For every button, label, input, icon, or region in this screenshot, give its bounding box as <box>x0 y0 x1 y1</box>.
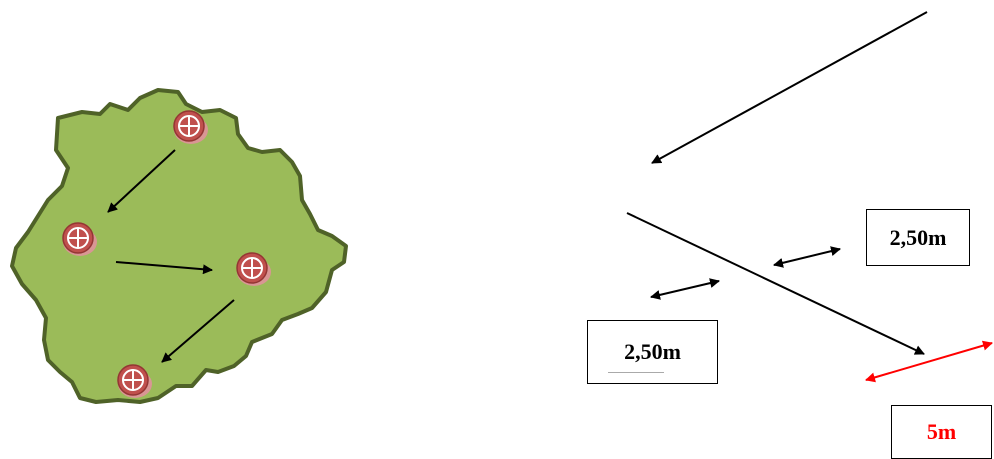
distance-label-right: 2,50m <box>866 209 970 266</box>
arrow-icon <box>161 299 235 363</box>
manhole-icon <box>117 364 152 398</box>
total-distance-label: 5m <box>891 405 992 459</box>
distance-label-left-text: 2,50m <box>624 339 681 364</box>
terrain-blob <box>10 88 348 404</box>
arrow-icon <box>115 261 213 275</box>
manhole-icon <box>236 252 271 286</box>
arrow-icon <box>626 212 925 355</box>
arrow-icon <box>651 11 928 164</box>
arrow-icon <box>107 149 176 213</box>
double-arrow-icon <box>865 340 993 383</box>
total-distance-label-text: 5m <box>926 419 957 444</box>
double-arrow-icon <box>650 278 720 300</box>
double-arrow-icon <box>773 246 841 268</box>
manhole-icon <box>62 222 97 256</box>
distance-label-right-text: 2,50m <box>889 224 947 250</box>
manhole-icon <box>173 110 208 144</box>
divider <box>608 372 664 373</box>
distance-label-left: 2,50m <box>587 320 718 384</box>
